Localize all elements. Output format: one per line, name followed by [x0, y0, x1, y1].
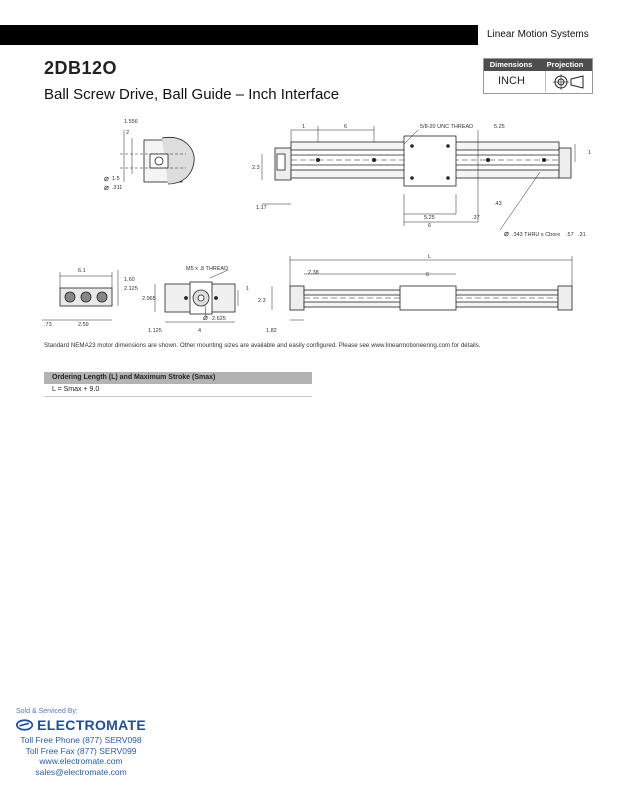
dimensions-header: Dimensions — [489, 60, 533, 69]
dim-label: 1 — [588, 150, 591, 156]
bottom-left-labels: 6.1 1.60 2.125 .73 2.59 — [44, 268, 138, 328]
third-angle-projection-icon — [546, 71, 593, 92]
dim-label: .343 THRU x Cbore — [512, 232, 560, 238]
technical-drawing: 1.556 2 1.5 .311 ⌀ ⌀ — [42, 119, 591, 334]
dim-label: M5 x .8 THREAD — [186, 266, 228, 272]
dim-label: .31 — [578, 232, 586, 238]
dim-label: 1.17 — [256, 205, 267, 211]
dim-label: 6 — [426, 272, 429, 278]
dim-label: 2.625 — [212, 316, 226, 322]
dim-label: .311 — [112, 185, 122, 191]
dimensions-box: Dimensions Projection INCH — [483, 58, 593, 94]
diameter-icon: ⌀ — [203, 313, 208, 322]
diameter-icon: ⌀ — [104, 174, 109, 183]
dim-label: 2.125 — [124, 286, 138, 292]
product-subtitle: Ball Screw Drive, Ball Guide – Inch Inte… — [44, 86, 340, 103]
dim-label: .37 — [472, 215, 480, 221]
header-black-bar — [0, 25, 478, 45]
diameter-icon: ⌀ — [104, 183, 109, 192]
seller-block: Sold & Serviced By: ELECTROMATE Toll Fre… — [16, 708, 146, 777]
top-left-labels: 1.556 2 1.5 .311 — [112, 119, 138, 191]
fax-number: Toll Free Fax (877) SERV099 — [25, 745, 137, 756]
sold-by-label: Sold & Serviced By: — [16, 708, 78, 715]
dim-label: 1.60 — [124, 277, 135, 283]
dim-label: 1 — [246, 286, 249, 292]
dim-label: 1.82 — [266, 328, 277, 334]
section-title: Linear Motion Systems — [487, 29, 589, 40]
dim-label: 5.25 — [494, 124, 505, 130]
dim-label: L — [428, 254, 431, 260]
bottom-right-labels: L 2.38 6 2.3 1.82 — [258, 254, 431, 334]
phone-number: Toll Free Phone (877) SERV098 — [20, 735, 142, 745]
end-view-bottom-left — [42, 270, 119, 321]
dim-label: 2.3 — [252, 165, 260, 171]
website-link[interactable]: www.electromate.com — [39, 756, 123, 766]
dim-label: 1.556 — [124, 119, 138, 125]
ordering-table: Ordering Length (L) and Maximum Stroke (… — [44, 372, 312, 397]
electromate-swoosh-icon — [16, 719, 34, 731]
bottom-center-labels: M5 x .8 THREAD 1 2.965 1.125 4 2.625 — [142, 266, 249, 334]
dim-label: 6.1 — [78, 268, 86, 274]
dim-label: .43 — [494, 201, 502, 207]
dim-label: .57 — [566, 232, 574, 238]
dim-label: 6 — [344, 124, 347, 130]
model-number: 2DB12O — [44, 58, 118, 78]
side-view-bottom-right — [271, 256, 573, 321]
dim-label: 5/8-20 UNC THREAD — [420, 124, 473, 130]
dim-label: .73 — [44, 322, 52, 328]
dim-label: 1 — [302, 124, 305, 130]
electromate-logo: ELECTROMATE — [16, 717, 146, 733]
dim-label: 1.125 — [148, 328, 162, 334]
dim-label: 2.38 — [308, 270, 319, 276]
motor-flange-view — [154, 269, 239, 323]
projection-header: Projection — [546, 60, 584, 69]
end-view-top-left — [120, 130, 195, 185]
brand-name: ELECTROMATE — [37, 717, 146, 733]
side-view-top-right — [261, 126, 576, 231]
ordering-table-header: Ordering Length (L) and Maximum Stroke (… — [44, 372, 312, 384]
dim-label: 2 — [126, 130, 129, 136]
dim-label: 4 — [198, 328, 201, 334]
dim-label: 2.3 — [258, 298, 266, 304]
unit-value: INCH — [484, 71, 546, 92]
diameter-icon: ⌀ — [504, 229, 509, 238]
mounting-note: Standard NEMA23 motor dimensions are sho… — [44, 342, 481, 349]
dim-label: 1.5 — [112, 176, 120, 182]
dim-label: 2.59 — [78, 322, 89, 328]
dim-label: 5.25 — [424, 215, 435, 221]
ordering-table-formula: L = Smax + 9.0 — [44, 384, 312, 397]
dim-label: 6 — [428, 223, 431, 229]
top-right-labels: 1 6 5/8-20 UNC THREAD 5.25 1 2.3 1.17 .4… — [252, 124, 591, 238]
email-link[interactable]: sales@electromate.com — [35, 766, 127, 777]
dim-label: 2.965 — [142, 296, 156, 302]
